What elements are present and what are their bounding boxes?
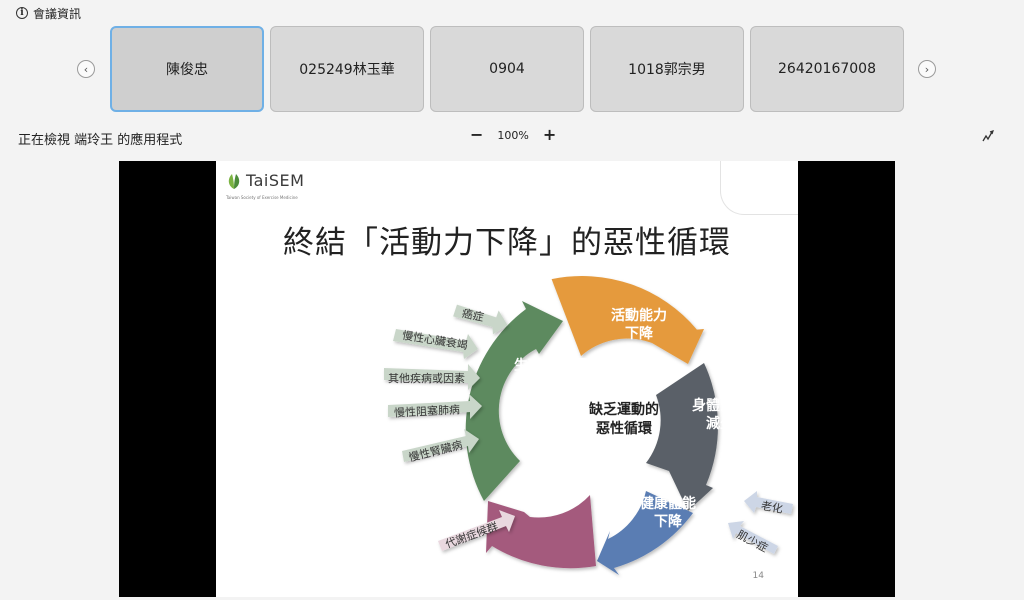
meeting-info[interactable]: i 會議資訊: [16, 4, 81, 22]
segment-mobility: [551, 275, 704, 364]
presentation-slide: TaiSEM Taiwan Society of Exercise Medici…: [216, 161, 798, 597]
segment-text: 活動能力: [611, 308, 667, 324]
segment-text: 下降: [528, 376, 556, 392]
segment-label-mobility: 活動能力 下降: [594, 307, 684, 343]
zoom-in-button[interactable]: +: [542, 125, 557, 144]
info-icon: i: [16, 7, 28, 19]
segment-label-chronic: 慢性病 症狀: [512, 471, 582, 507]
participant-tile[interactable]: 0904: [430, 26, 584, 112]
taisem-logo: TaiSEM: [226, 171, 304, 190]
segment-fitness: [597, 491, 693, 575]
slide-decoration: [720, 161, 798, 215]
right-tags: [728, 491, 793, 554]
bottom-tag: [438, 510, 515, 551]
participant-strip: 陳俊忠 025249林玉華 0904 1018郭宗男 26420167008: [110, 26, 904, 112]
segment-text: 減少: [706, 416, 734, 432]
chevron-left-icon: ‹: [83, 62, 89, 76]
participant-name: 1018郭宗男: [628, 62, 706, 78]
segment-text: 症狀: [533, 490, 561, 506]
cycle-center: [514, 358, 650, 494]
next-page-button[interactable]: ›: [918, 60, 936, 78]
participant-name: 025249林玉華: [299, 62, 395, 78]
center-line-1: 缺乏運動的: [589, 402, 659, 418]
annotate-icon[interactable]: [982, 130, 994, 146]
logo-text: TaiSEM: [246, 171, 305, 190]
zoom-level: 100%: [497, 128, 529, 142]
participant-tile[interactable]: 025249林玉華: [270, 26, 424, 112]
participant-tile[interactable]: 陳俊忠: [110, 26, 264, 112]
segment-text: 健康體能: [640, 496, 696, 512]
meeting-info-label: 會議資訊: [33, 6, 82, 21]
prev-page-button[interactable]: ‹: [77, 60, 95, 78]
chevron-right-icon: ›: [924, 62, 930, 76]
left-tags: [384, 304, 508, 462]
participant-tile[interactable]: 1018郭宗男: [590, 26, 744, 112]
cycle-center-label: 缺乏運動的 惡性循環: [574, 401, 674, 439]
shared-screen: TaiSEM Taiwan Society of Exercise Medici…: [119, 161, 895, 597]
zoom-controls: − 100% +: [470, 127, 556, 143]
participant-name: 0904: [489, 61, 525, 77]
segment-text: 身體活動: [692, 398, 748, 414]
leaf-icon: [228, 173, 240, 189]
center-line-2: 惡性循環: [596, 421, 652, 437]
segment-label-fitness: 健康體能 下降: [628, 495, 708, 531]
segment-text: 生理功能: [514, 358, 570, 374]
tag-other: 其他疾病或因素: [388, 372, 465, 385]
segment-physiology: [465, 301, 563, 501]
slide-title: 終結「活動力下降」的惡性循環: [283, 225, 731, 261]
segment-label-activity: 身體活動 減少: [680, 397, 760, 433]
segment-text: 慢性病: [526, 472, 568, 488]
viewing-status: 正在檢視 端玲王 的應用程式: [18, 133, 183, 148]
segment-label-physiology: 生理功能 下降: [502, 357, 582, 393]
segment-chronic: [486, 495, 596, 569]
cycle-diagram: [384, 275, 793, 575]
segment-text: 下降: [625, 326, 653, 342]
zoom-out-button[interactable]: −: [470, 125, 484, 144]
participant-tile[interactable]: 26420167008: [750, 26, 904, 112]
slide-page-number: 14: [752, 571, 764, 581]
segment-activity: [646, 363, 718, 511]
participant-name: 陳俊忠: [166, 62, 208, 78]
logo-subtitle: Taiwan Society of Exercise Medicine: [226, 195, 298, 200]
segment-text: 下降: [654, 514, 682, 530]
participant-name: 26420167008: [778, 61, 876, 77]
